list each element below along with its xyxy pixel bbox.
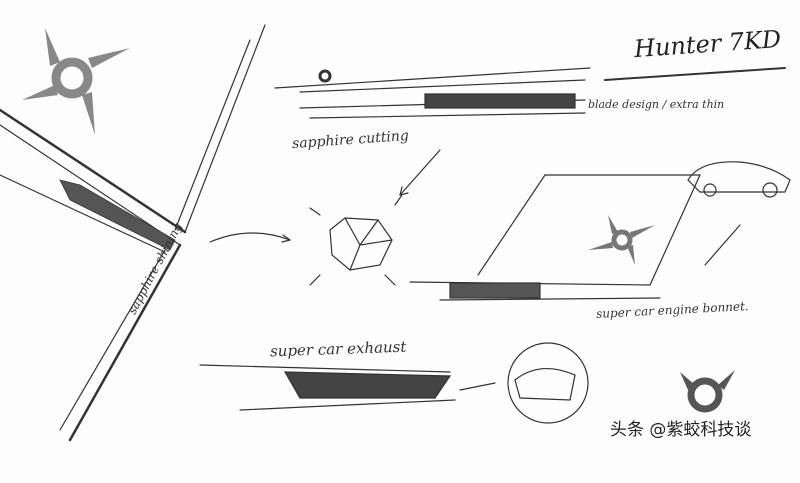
laptop-bonnet-sketch xyxy=(409,174,741,301)
label-blade-design: blade design / extra thin xyxy=(588,98,725,111)
exhaust-detail-circle xyxy=(507,342,589,424)
exhaust-sketch xyxy=(199,364,496,411)
logo-icon-bottom xyxy=(680,370,735,413)
logo-icon-small xyxy=(588,215,655,265)
logo-icon xyxy=(22,28,130,135)
sapphire-gem-sketch xyxy=(309,194,403,286)
watermark: 头条 @紫蛟科技谈 xyxy=(610,420,752,440)
car-sketch xyxy=(687,161,791,198)
laptop-corner-sketch xyxy=(0,24,266,442)
laptop-side-sketch xyxy=(274,67,591,119)
